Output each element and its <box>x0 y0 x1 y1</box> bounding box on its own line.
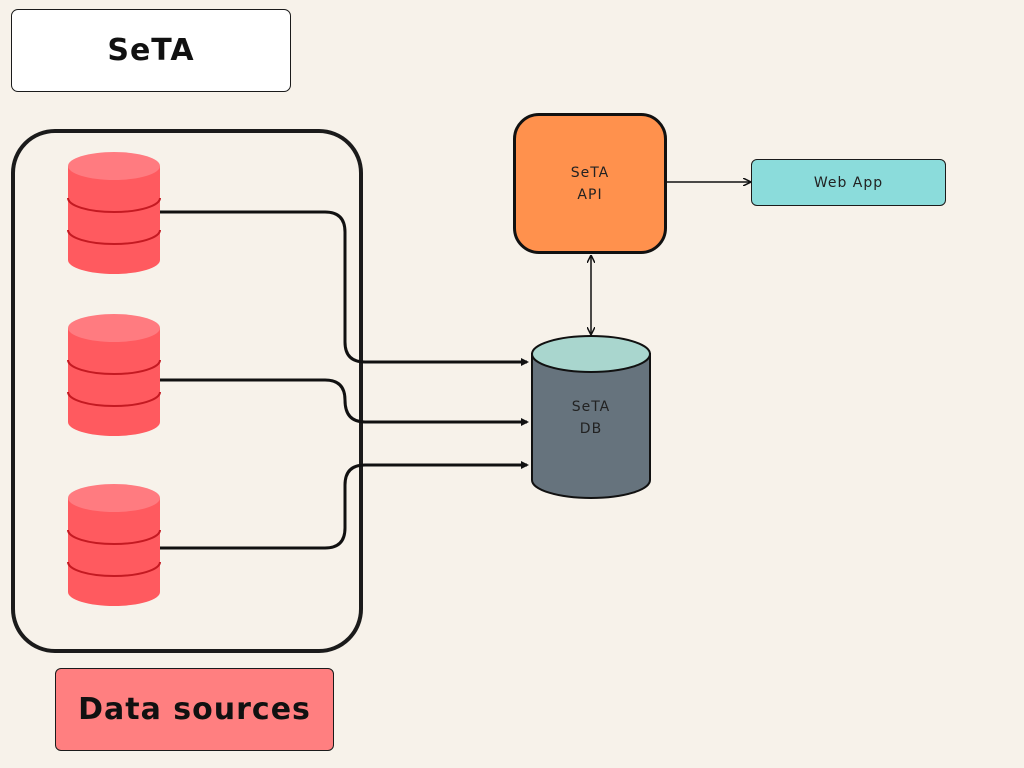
page-title: SeTA <box>11 9 291 92</box>
db-label-line2: DB <box>579 421 603 437</box>
seta-db-label: SeTA DB <box>532 396 650 440</box>
source-2-to-db-arrow <box>160 378 529 426</box>
source-3-to-db-arrow <box>160 461 529 550</box>
source-1-to-db-arrow <box>160 210 529 366</box>
api-label-line1: SeTA <box>570 164 610 181</box>
data-sources-container <box>11 129 363 653</box>
seta-db-cylinder <box>531 335 651 499</box>
web-app-box: Web App <box>751 159 946 206</box>
data-sources-label: Data sources <box>55 668 334 751</box>
source-database-icon-3 <box>67 483 161 607</box>
source-database-icon-1 <box>67 151 161 275</box>
api-label-line2: API <box>577 186 603 203</box>
seta-api-box: SeTA API <box>513 113 667 254</box>
db-label-line1: SeTA <box>571 399 611 415</box>
source-database-icon-2 <box>67 313 161 437</box>
